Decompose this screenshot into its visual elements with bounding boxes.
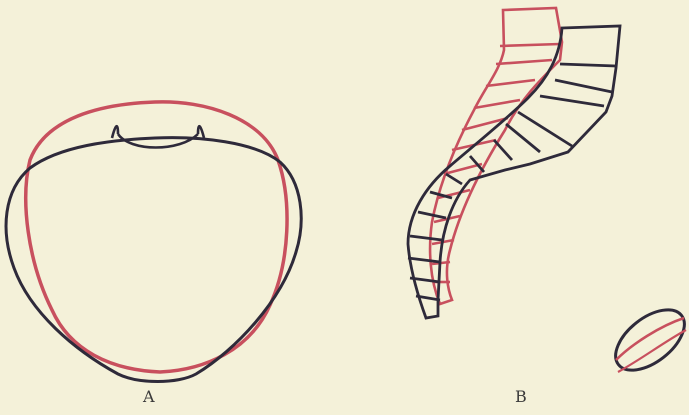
figure-a-drawing [6,102,301,382]
figure-a-dark-outline [6,138,301,382]
figure-b-red-segmented [430,8,562,304]
figure-b-label: B [515,387,528,406]
figure-a-label: A [143,387,156,406]
figure-b-detached-piece [605,298,689,382]
figure-b-drawing [408,8,689,382]
figure-b-dark-segmented [408,26,620,318]
